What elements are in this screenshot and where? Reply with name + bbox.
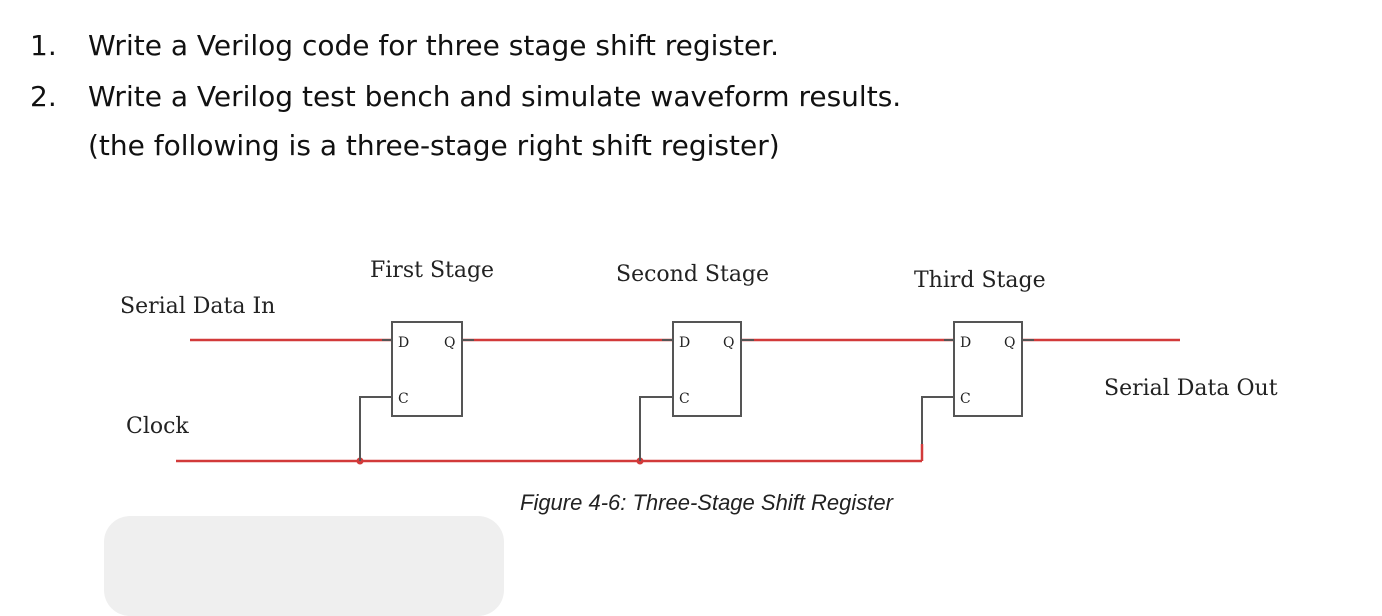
flip-flop-stage1: D Q C [382, 321, 474, 417]
clock-branch-stage1 [359, 396, 392, 461]
serial-data-out-label: Serial Data Out [1104, 376, 1278, 401]
pin-q-label: Q [1004, 335, 1015, 351]
stage-title-second: Second Stage [616, 262, 769, 287]
question-note: (the following is a three-stage right sh… [88, 129, 780, 162]
grey-placeholder-panel [104, 516, 504, 616]
serial-data-in-label: Serial Data In [120, 294, 275, 319]
flip-flop-stage2: D Q C [662, 321, 754, 417]
pin-d-label: D [679, 335, 690, 351]
pin-d-label: D [398, 335, 409, 351]
pin-d-label: D [960, 335, 971, 351]
clock-branch-stage3 [921, 396, 954, 444]
figure-caption: Figure 4-6: Three-Stage Shift Register [520, 490, 895, 515]
stage-title-third: Third Stage [914, 268, 1046, 293]
pin-c-label: C [398, 391, 409, 407]
clock-label: Clock [126, 414, 189, 439]
stage-title-first: First Stage [370, 258, 494, 283]
shift-register-diagram: First Stage Second Stage Third Stage Ser… [120, 258, 1278, 515]
question-text: Write a Verilog code for three stage shi… [88, 29, 780, 62]
pin-c-label: C [679, 391, 690, 407]
clock-branch-stage2 [639, 396, 673, 461]
question-number: 2. [30, 80, 57, 113]
flip-flop-stage3: D Q C [944, 321, 1034, 417]
clock-wires [176, 444, 924, 465]
pin-c-label: C [960, 391, 971, 407]
question-text: Write a Verilog test bench and simulate … [88, 80, 902, 113]
pin-q-label: Q [444, 335, 455, 351]
pin-q-label: Q [723, 335, 734, 351]
question-number: 1. [30, 29, 57, 62]
clock-branches [359, 396, 954, 461]
flip-flop-box [391, 321, 463, 417]
flip-flop-box [953, 321, 1023, 417]
flip-flop-box [672, 321, 742, 417]
